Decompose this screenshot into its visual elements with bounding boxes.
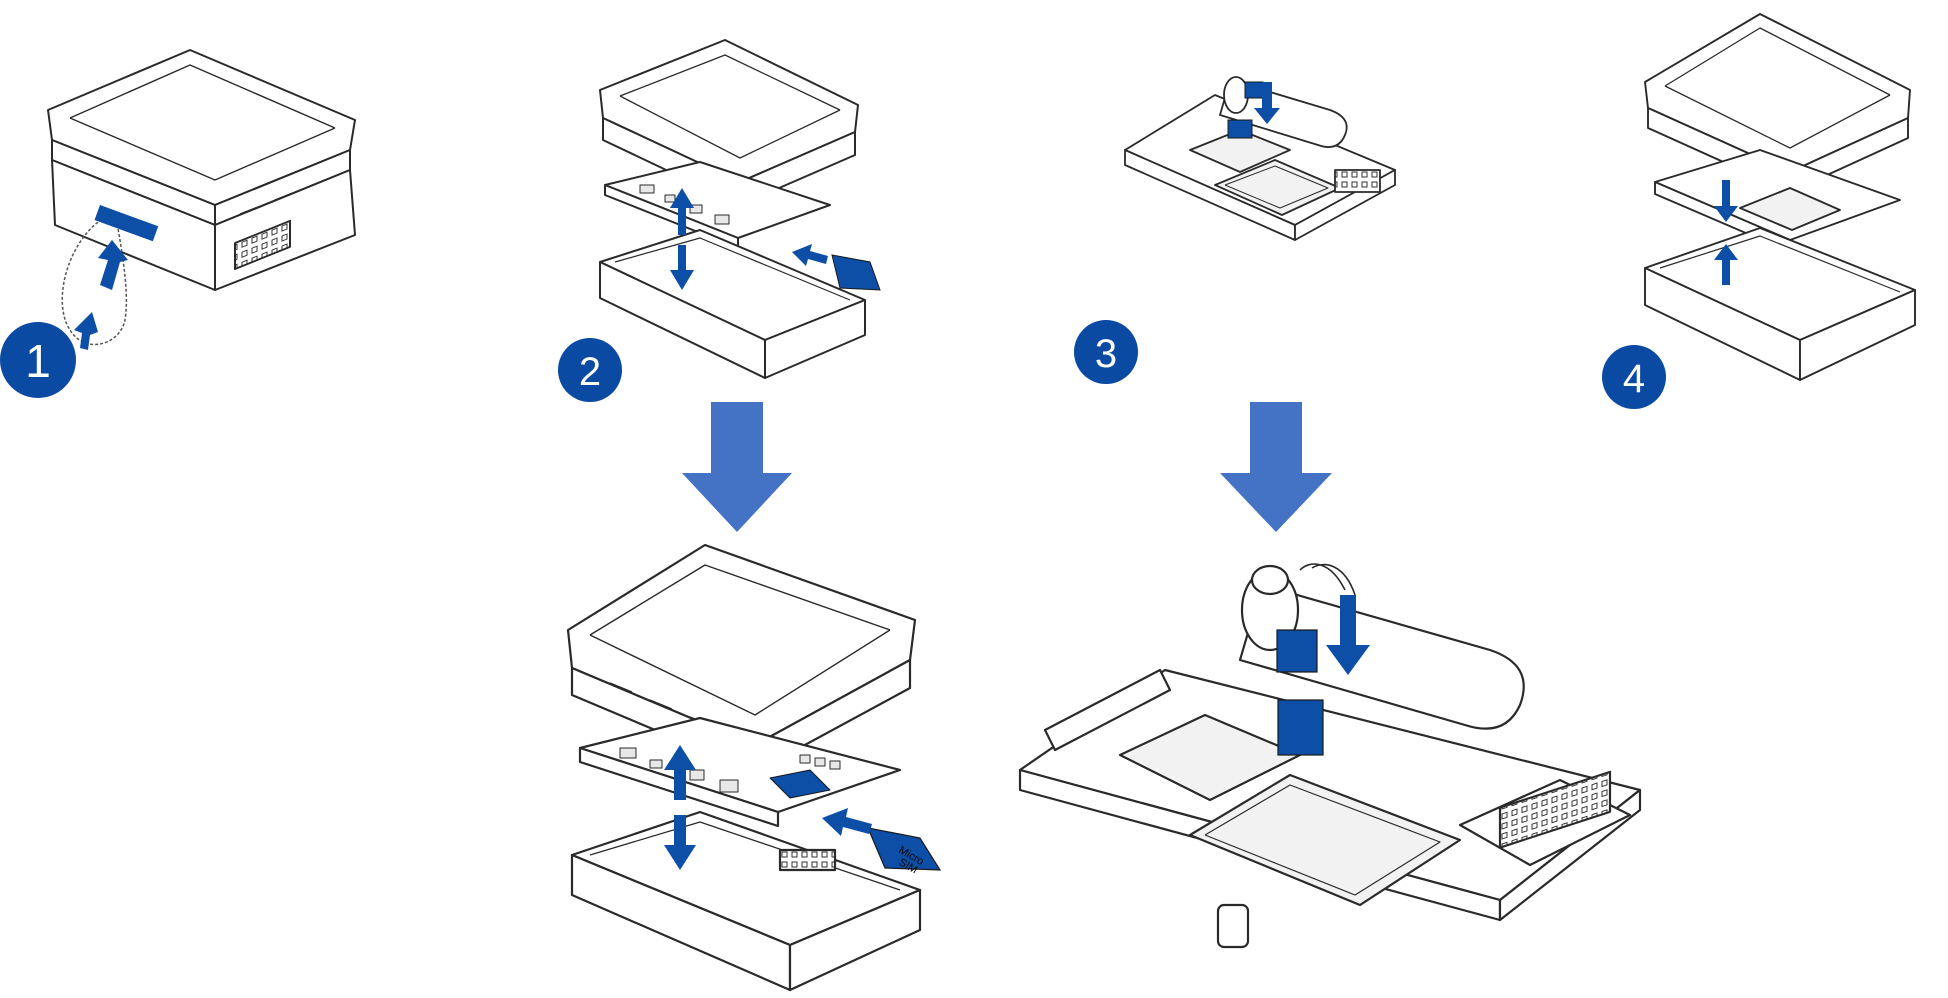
step-number: 1 — [25, 335, 51, 387]
insert-arrow-icon — [670, 188, 828, 290]
step-number: 4 — [1623, 357, 1645, 401]
large-down-arrow-icon — [682, 402, 792, 532]
insert-arrow-icon — [1254, 82, 1280, 124]
step-3-pcb-small — [1124, 76, 1396, 241]
step-1-device — [47, 49, 356, 291]
insert-arrow-icon — [1714, 180, 1738, 285]
step-number: 2 — [579, 350, 601, 394]
step-badge-circle — [558, 338, 622, 402]
step-badge-1: 1 — [0, 322, 76, 398]
strap-tab — [94, 205, 159, 242]
step-badge-3: 3 — [1074, 320, 1138, 384]
step-2-exploded-large — [566, 543, 922, 992]
insert-arrow-icon — [74, 240, 128, 350]
step-badge-4: 4 — [1602, 345, 1666, 409]
battery-connector-large — [1276, 629, 1324, 756]
step-4-assembly — [1644, 13, 1916, 381]
step-number: 3 — [1095, 332, 1117, 376]
step-badge-circle — [1074, 320, 1138, 384]
micro-sim-card-small — [831, 254, 881, 291]
step-badge-circle — [0, 322, 76, 398]
insert-arrow-icon — [664, 745, 872, 870]
step-badge-2: 2 — [558, 338, 622, 402]
large-down-arrow-icon — [1220, 402, 1332, 532]
step-2-exploded-small — [599, 39, 866, 379]
micro-sim-card-large: Micro SIM — [867, 827, 942, 876]
battery-connector-small — [1227, 81, 1264, 139]
insert-arrow-icon — [1326, 595, 1370, 675]
step-3-pcb-large — [1018, 563, 1642, 949]
step-badge-circle — [1602, 345, 1666, 409]
